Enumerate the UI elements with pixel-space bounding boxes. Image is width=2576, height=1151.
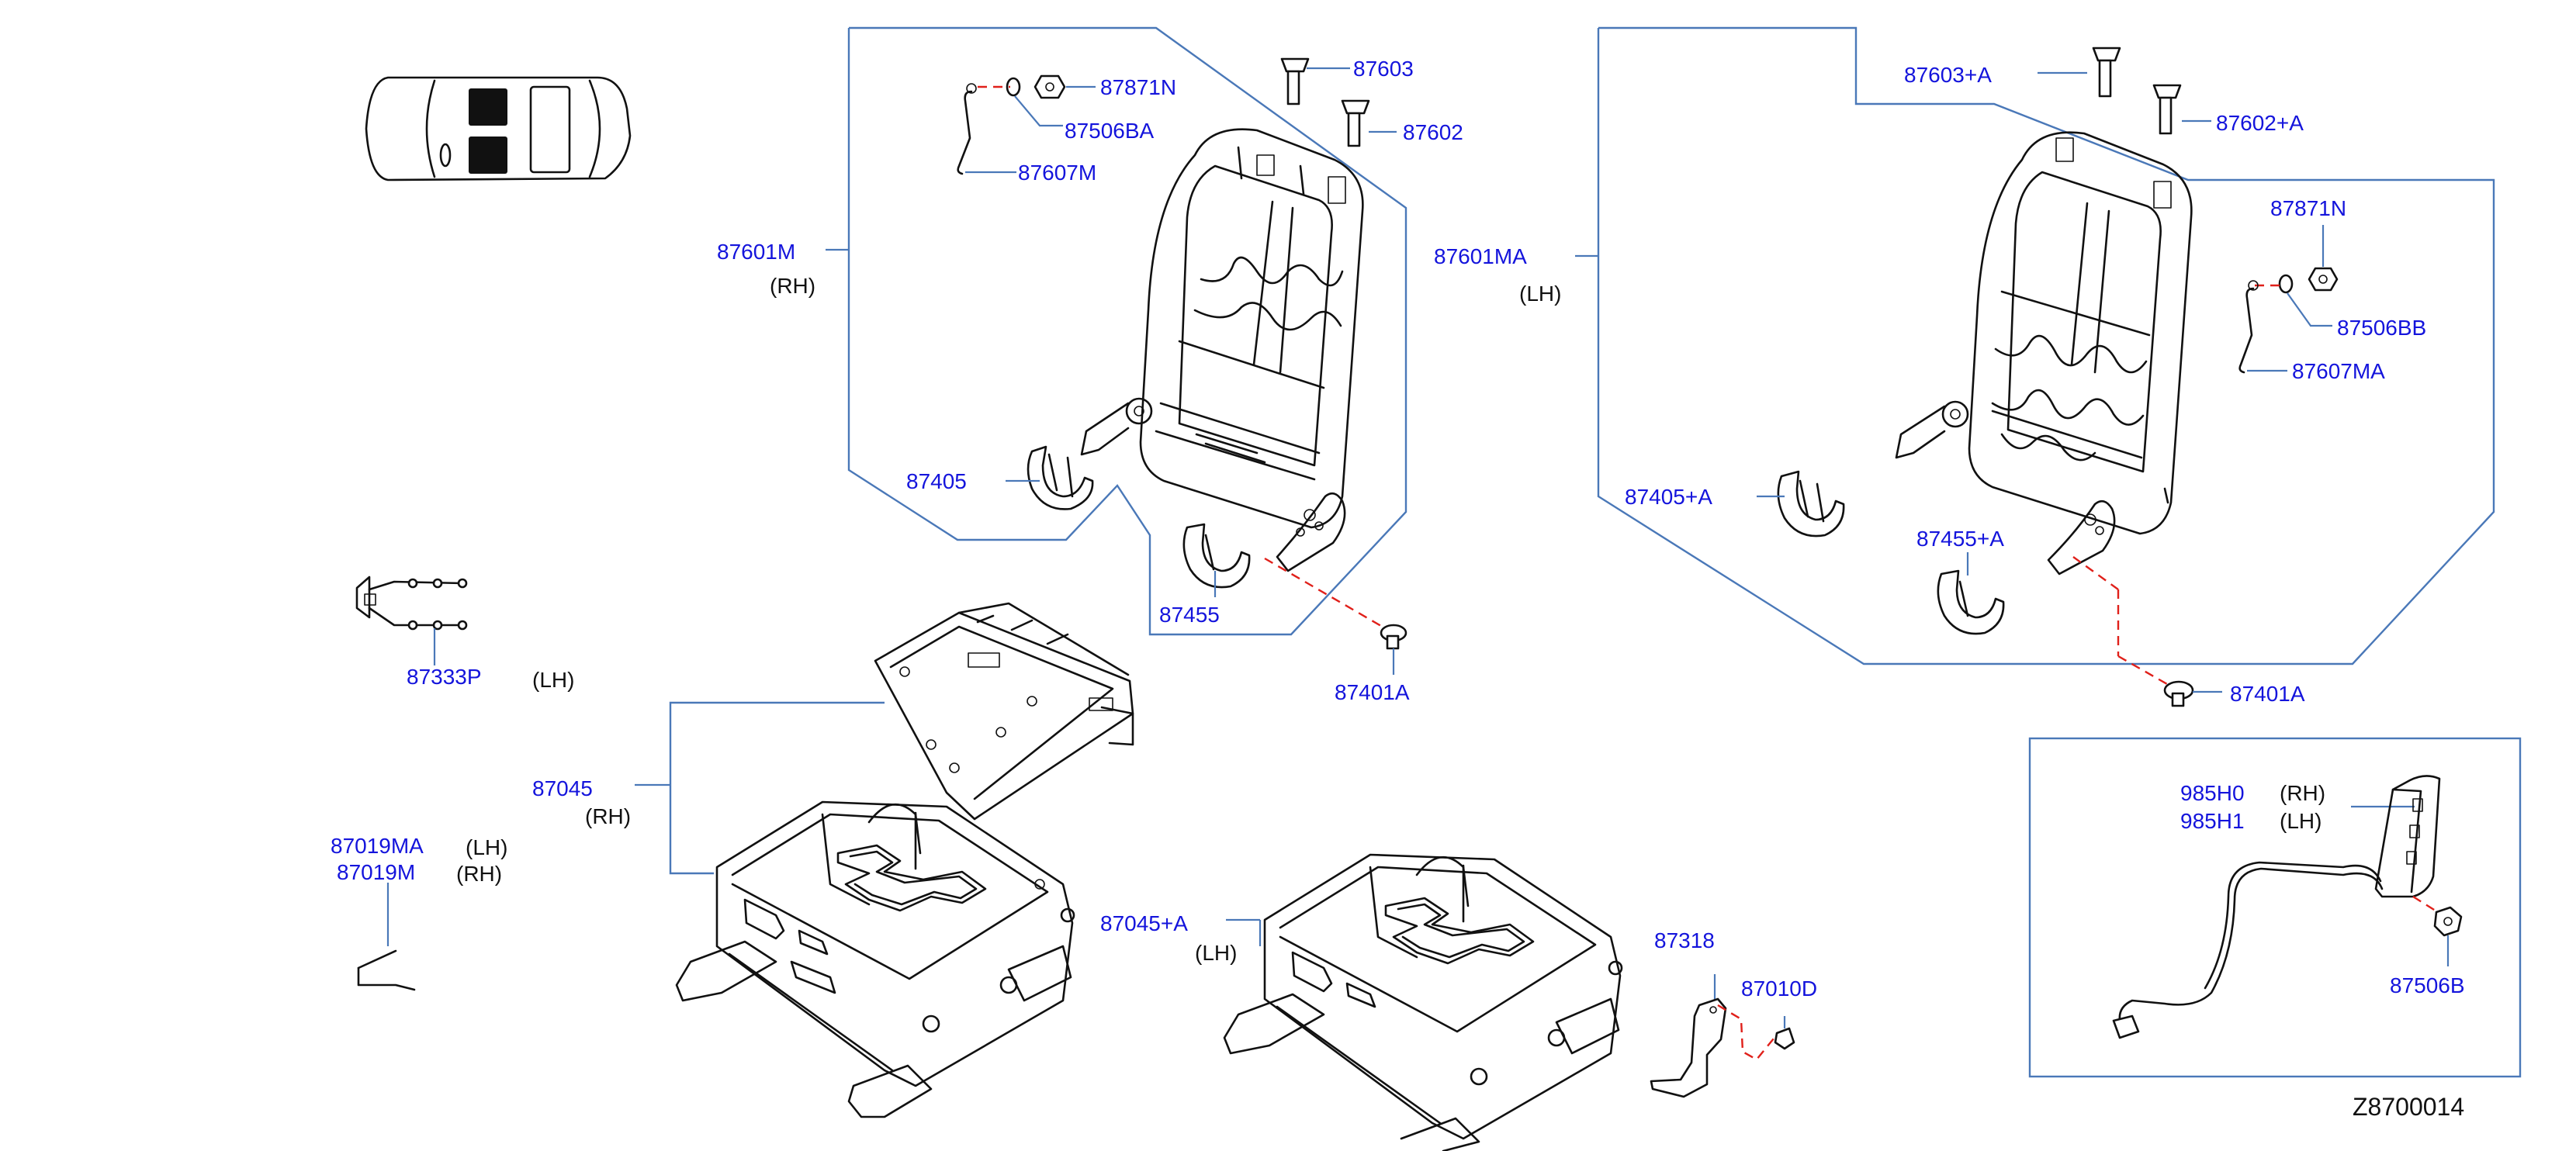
lh-seatback-frame-drawing — [1895, 131, 2193, 576]
label-87019m: 87019M — [337, 860, 415, 884]
label-87010d: 87010D — [1741, 976, 1817, 1001]
side-airbag-box — [2028, 737, 2522, 1078]
wire-87019m — [357, 949, 416, 991]
cover-87455-a — [1937, 569, 2005, 635]
seat-cushion-frame-87045-a — [1223, 853, 1623, 1151]
label-lh-985h1: (LH) — [2280, 809, 2322, 833]
vehicle-locator-icon — [365, 76, 632, 181]
diagram-code: Z8700014 — [2353, 1093, 2464, 1121]
label-rh-985h0: (RH) — [2280, 781, 2325, 805]
washer-87506ba — [1006, 77, 1021, 97]
label-87401a-rh: 87401A — [1335, 680, 1410, 704]
label-lh-87019ma: (LH) — [466, 835, 507, 859]
cushion-pan-drawing — [874, 602, 1134, 821]
label-87405-a: 87405+A — [1625, 485, 1712, 509]
nut-87871n — [1034, 74, 1066, 99]
label-87871n-lh: 87871N — [2270, 196, 2346, 220]
label-87401a-lh: 87401A — [2230, 682, 2305, 706]
label-87603-a: 87603+A — [1904, 63, 1992, 87]
label-87405: 87405 — [906, 469, 967, 493]
label-985h1: 985H1 — [2180, 809, 2245, 833]
bracket-87318 — [1650, 997, 1727, 1098]
label-87455-a: 87455+A — [1916, 527, 2004, 551]
rh-seatback-frame-box — [847, 26, 1407, 636]
label-87455: 87455 — [1159, 603, 1220, 627]
cover-87405-a — [1777, 470, 1845, 537]
part-labels: 87871N 87506BA 87607M 87603 87602 87601M… — [331, 57, 2465, 1121]
clip-87401a-lh — [2163, 680, 2194, 707]
label-87506b: 87506B — [2390, 973, 2465, 997]
lh-seatback-frame-box — [1597, 26, 2495, 665]
rod-87607ma — [2238, 280, 2259, 374]
label-87602-a: 87602+A — [2216, 111, 2304, 135]
label-87333p: 87333P — [407, 665, 482, 689]
label-87506ba: 87506BA — [1065, 119, 1155, 143]
label-985h0: 985H0 — [2180, 781, 2245, 805]
seat-cushion-frame-87045 — [675, 800, 1075, 1118]
label-87602: 87602 — [1403, 120, 1463, 144]
label-87601m: 87601M — [717, 240, 795, 264]
label-87045-a: 87045+A — [1100, 911, 1188, 935]
label-87871n: 87871N — [1100, 75, 1176, 99]
label-87603: 87603 — [1353, 57, 1414, 81]
guide-87602-a — [2152, 84, 2182, 135]
cover-87405 — [1027, 445, 1094, 510]
rh-seatback-frame-drawing — [1080, 128, 1364, 572]
label-87607ma: 87607MA — [2292, 359, 2385, 383]
label-rh-87019m: (RH) — [456, 862, 502, 886]
label-87318: 87318 — [1654, 928, 1715, 952]
label-rh-87601m: (RH) — [770, 274, 815, 298]
guide-87602 — [1341, 99, 1370, 147]
nut-87871n-lh — [2308, 267, 2339, 292]
label-87506bb: 87506BB — [2337, 316, 2426, 340]
bolt-87010d — [1774, 1027, 1795, 1050]
rh-rod-87607m — [957, 83, 977, 175]
label-lh-87333p: (LH) — [532, 668, 574, 692]
label-lh-87045-a: (LH) — [1195, 941, 1237, 965]
label-87045: 87045 — [532, 776, 593, 800]
label-lh-87601ma: (LH) — [1519, 282, 1561, 306]
label-87607m: 87607M — [1018, 161, 1096, 185]
cover-87455 — [1182, 523, 1251, 589]
label-87019ma: 87019MA — [331, 834, 424, 858]
clip-87401a-rh — [1380, 624, 1407, 650]
washer-87506bb — [2278, 274, 2294, 294]
side-airbag-module-985h0 — [2112, 775, 2441, 1039]
guide-87603-a — [2092, 47, 2121, 98]
guide-87603 — [1280, 57, 1310, 105]
nut-87506b — [2433, 906, 2463, 937]
label-87601ma: 87601MA — [1434, 244, 1527, 268]
label-rh-87045: (RH) — [585, 804, 631, 828]
harness-87333p — [355, 576, 468, 631]
